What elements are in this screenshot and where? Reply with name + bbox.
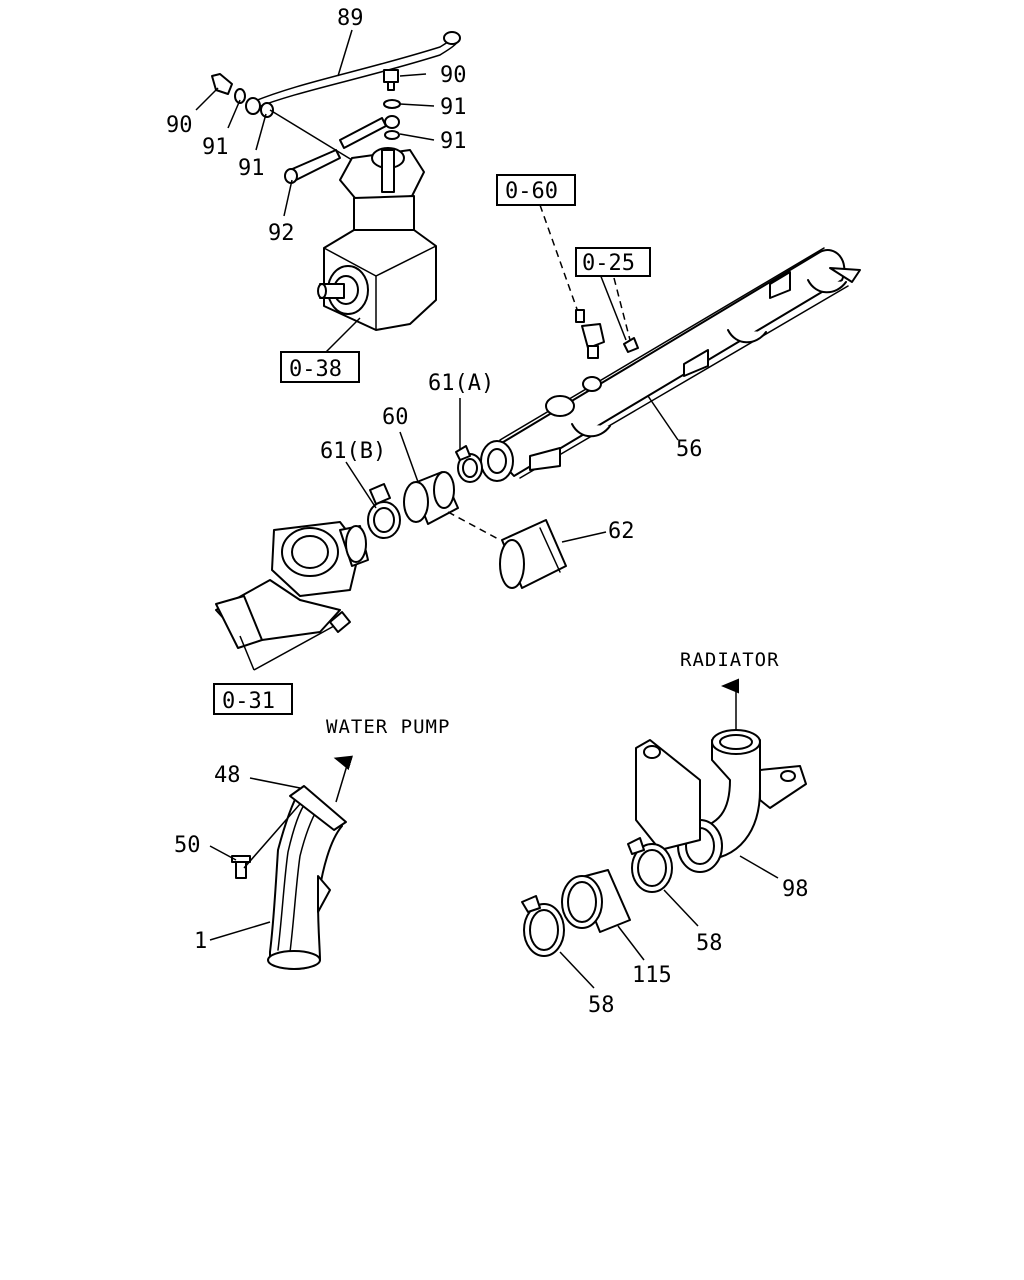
callout-115: 115 [632,963,672,988]
callout-91-lower: 91 [238,156,265,181]
inlet-pipe-drawing [231,785,347,970]
ref-0-38: 0-38 [289,357,342,382]
callout-62: 62 [608,519,635,544]
callout-58-upper: 58 [696,931,723,956]
hose-connection-drawing [367,445,567,589]
leader-lines [195,29,779,989]
ref-box-0-31 [213,683,293,715]
ref-box-0-25 [575,247,651,277]
callout-1: 1 [194,929,207,954]
radiator-caption: RADIATOR [680,649,780,671]
radiator-outlet-drawing [521,729,807,957]
callout-61a: 61(A) [428,371,494,396]
callout-58-lower: 58 [588,993,615,1018]
callout-90-right: 90 [440,63,467,88]
callout-50: 50 [174,833,201,858]
pump-assembly-drawing [211,31,461,331]
ref-box-0-38 [280,351,360,383]
ref-0-31: 0-31 [222,689,275,714]
callout-98: 98 [782,877,809,902]
ref-0-60: 0-60 [505,179,558,204]
ref-0-25: 0-25 [582,251,635,276]
callout-60: 60 [382,405,409,430]
water-outlet-drawing [215,521,369,671]
callout-90-left: 90 [166,113,193,138]
water-pump-caption: WATER PUMP [326,716,450,738]
ref-box-0-60 [496,174,576,206]
callout-48: 48 [214,763,241,788]
water-rail-drawing [480,204,861,482]
callout-91-right-upper: 91 [440,95,467,120]
callout-91-left: 91 [202,135,229,160]
callout-56: 56 [676,437,703,462]
callout-92: 92 [268,221,295,246]
callout-61b: 61(B) [320,439,386,464]
callout-91-right-lower: 91 [440,129,467,154]
water-pump-arrow [333,755,354,803]
callout-89: 89 [337,6,364,31]
